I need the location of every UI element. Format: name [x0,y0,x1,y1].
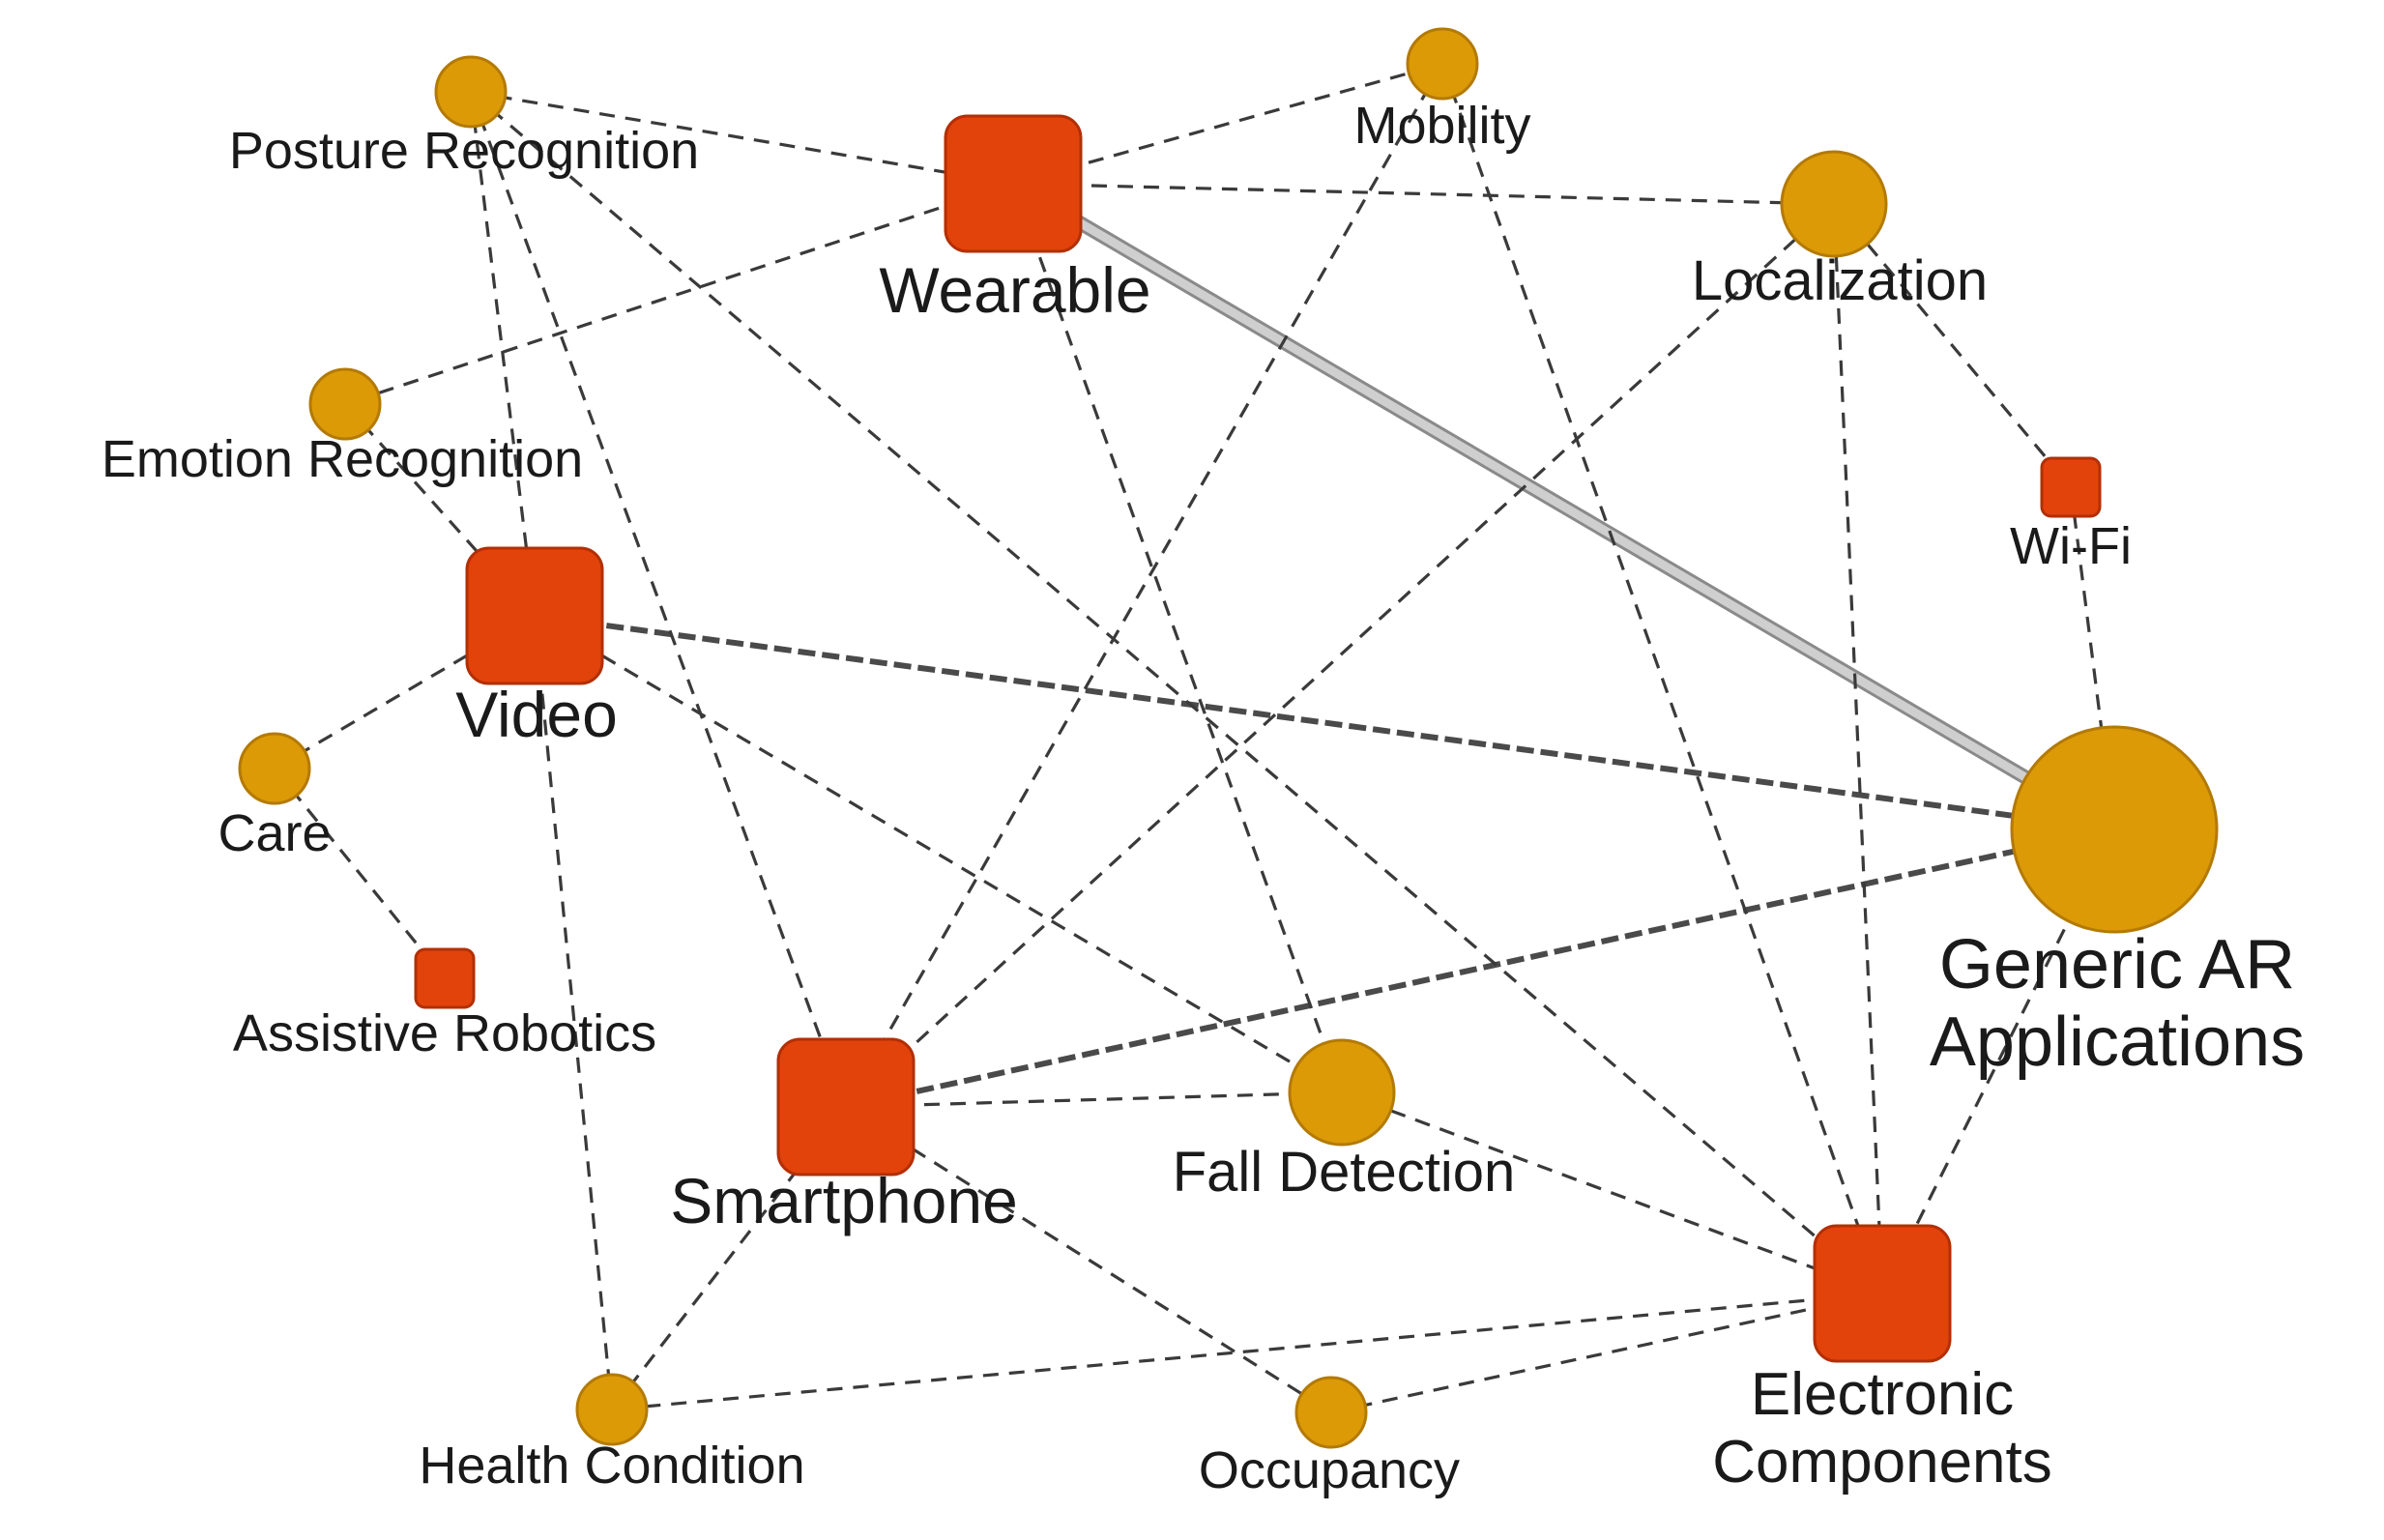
node-label-occupancy: Occupancy [1199,1441,1460,1499]
node-occupancy[interactable] [1294,1376,1368,1449]
node-label-line: Electronic [1751,1361,2014,1428]
node-circle-care[interactable] [238,732,311,805]
edge-localization-wifi [1832,202,2073,489]
node-robotics[interactable] [414,947,476,1009]
edge-wearable-emotion [344,182,1014,406]
node-label-line: Care [218,804,331,862]
node-circle-emotion[interactable] [308,367,382,441]
node-localization[interactable] [1780,150,1888,258]
node-mobility[interactable] [1406,27,1479,101]
node-generic[interactable] [2010,725,2219,934]
edge-fall-electronic [1341,1090,1883,1295]
edge-localization-electronic [1832,203,1884,1294]
edge-wearable-localization [1012,182,1835,206]
node-label-line: Fall Detection [1173,1141,1516,1204]
node-circle-fall[interactable] [1288,1038,1396,1147]
node-emotion[interactable] [308,367,382,441]
node-label-localization: Localization [1692,249,1988,312]
node-label-line: Applications [1930,1003,2305,1081]
node-circle-occupancy[interactable] [1294,1376,1368,1449]
node-label-wifi: Wi-Fi [2010,517,2132,575]
edge-smartphone-occupancy [845,1105,1332,1414]
node-wifi[interactable] [2040,456,2102,518]
edge-video-generic [534,613,2115,832]
node-fall[interactable] [1288,1038,1396,1147]
node-label-line: Smartphone [670,1165,1018,1236]
node-label-line: Components [1712,1429,2052,1496]
edge-localization-smartphone [844,202,1836,1109]
node-label-mobility: Mobility [1353,97,1530,155]
node-wearable[interactable] [944,114,1083,253]
edge-wearable-generic [1008,179,2119,834]
node-posture[interactable] [434,55,508,129]
node-label-fall: Fall Detection [1173,1141,1516,1204]
node-label-line: Generic AR [1939,926,2295,1003]
node-label-robotics: Assistive Robotics [233,1004,656,1062]
edge-mobility-electronic [1440,63,1884,1294]
edge-posture-wearable [470,90,1014,186]
node-label-line: Localization [1692,249,1988,312]
node-label-smartphone: Smartphone [670,1165,1018,1236]
node-electronic[interactable] [1813,1224,1952,1363]
node-square-smartphone[interactable] [776,1037,916,1177]
node-label-line: Emotion Recognition [102,430,583,488]
node-care[interactable] [238,732,311,805]
edge-smartphone-fall [845,1090,1343,1109]
edge-mobility-smartphone [844,63,1444,1108]
node-health[interactable] [575,1373,649,1446]
node-label-care: Care [218,804,331,862]
node-square-electronic[interactable] [1813,1224,1952,1363]
edge-posture-smartphone [469,91,848,1108]
node-video[interactable] [465,546,604,685]
node-circle-localization[interactable] [1780,150,1888,258]
node-label-posture: Posture Recognition [229,122,699,180]
edge-posture-video [469,91,537,617]
node-label-line: Assistive Robotics [233,1004,656,1062]
node-label-line: Occupancy [1199,1441,1460,1499]
node-square-wifi[interactable] [2040,456,2102,518]
node-circle-health[interactable] [575,1373,649,1446]
edge-electronic-health [611,1292,1883,1411]
node-smartphone[interactable] [776,1037,916,1177]
nodes-layer [238,27,2219,1449]
node-circle-posture[interactable] [434,55,508,129]
node-label-wearable: Wearable [879,254,1150,326]
edge-wearable-fall [1011,183,1344,1093]
node-label-line: Video [455,679,618,750]
edge-care-robotics [273,767,447,980]
node-circle-mobility[interactable] [1406,27,1479,101]
node-square-wearable[interactable] [944,114,1083,253]
node-label-health: Health Condition [419,1437,804,1495]
node-label-line: Mobility [1353,97,1530,155]
edge-video-health [533,615,614,1410]
node-label-line: Wi-Fi [2010,517,2132,575]
node-label-line: Posture Recognition [229,122,699,180]
node-label-video: Video [455,679,618,750]
node-label-line: Health Condition [419,1437,804,1495]
node-label-emotion: Emotion Recognition [102,430,583,488]
edge-smartphone-generic [845,827,2115,1110]
node-square-robotics[interactable] [414,947,476,1009]
node-label-line: Wearable [879,254,1150,326]
node-circle-generic[interactable] [2010,725,2219,934]
edge-posture-electronic [469,90,1884,1295]
edge-wearable-mobility [1012,62,1443,186]
node-square-video[interactable] [465,546,604,685]
